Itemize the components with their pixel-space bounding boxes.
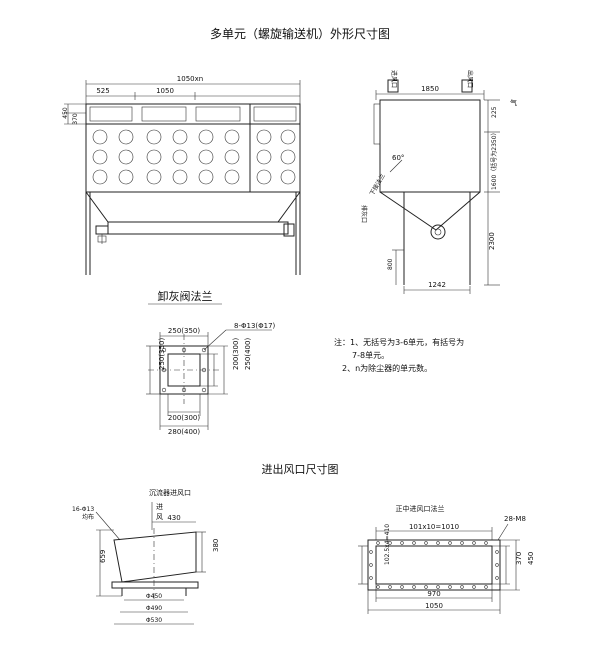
center-inlet-flange: 正中进风口法兰 28-M8 101x10=1010 102.5x4=410 37… (358, 504, 535, 614)
dim-659: 659 (99, 550, 107, 563)
dim-bottom-width: 1242 (428, 281, 446, 289)
flange-left-dim: 250(350) (158, 338, 166, 370)
dim-body: 1600（括号为2350） (490, 129, 498, 190)
flange-inner-right: 200(300) (232, 338, 240, 370)
center-flange-370: 370 (515, 552, 523, 565)
dim-top-width: 1850 (421, 85, 439, 93)
dia-530: Φ530 (146, 617, 162, 624)
center-flange-970: 970 (427, 590, 440, 598)
settler-holes-sub: 均布 (82, 513, 94, 521)
dia-450: Φ450 (146, 593, 162, 600)
flange-top-dim: 250(350) (168, 327, 200, 335)
label-discharge: 排灰口 (360, 205, 368, 223)
front-view: 1050xn 525 1050 450 370 (62, 75, 301, 275)
dim-430: 430 (167, 514, 180, 522)
dim-height-top: 450 (62, 107, 69, 119)
center-flange-1050: 1050 (425, 602, 443, 610)
center-flange-top-dim: 101x10=1010 (409, 523, 459, 531)
inlet-section-title: 进出风口尺寸图 (262, 462, 339, 476)
dim-mid-seg: 1050 (156, 87, 174, 95)
center-flange-450: 450 (527, 552, 535, 565)
inlet-mark-2: 风 (156, 513, 163, 521)
dim-380: 380 (212, 539, 220, 552)
center-flange-left-dim: 102.5x4=410 (384, 524, 391, 565)
ash-valve-flange: 卸灰阀法兰 250(350) 8-Φ13(Φ17) 250(350) 200( (146, 289, 276, 436)
flange-outer-right: 250(400) (244, 338, 252, 370)
inlet-mark: 进 (156, 503, 163, 511)
drawing-title: 多单元（螺旋输送机）外形尺寸图 (210, 26, 390, 41)
dim-left-seg: 525 (96, 87, 109, 95)
side-view: 进风口 出风口 1850 225 1600（括号为2350） 2300 气 60… (360, 70, 517, 294)
note-line-1: 注：1、无括号为3-6单元，有括号为 (334, 337, 464, 347)
label-outlet: 出风口 (466, 70, 474, 88)
dim-2300: 2300 (488, 232, 496, 250)
dim-height-row: 370 (72, 113, 79, 125)
flow-mark: 气 (510, 98, 517, 107)
settler-inlet: 沉流器进风口 16-Φ13 均布 进 风 430 380 659 Φ450 Φ4… (72, 488, 220, 625)
label-inlet: 进风口 (390, 70, 398, 88)
notes: 注：1、无括号为3-6单元，有括号为 7-8单元。 2、n为除尘器的单元数。 (334, 337, 464, 373)
flange-bottom-outer: 280(400) (168, 428, 200, 436)
flange-bottom-inner: 200(300) (168, 414, 200, 422)
center-flange-holes-row (369, 541, 499, 589)
filter-bag-grid (92, 129, 296, 185)
dia-490: Φ490 (146, 605, 162, 612)
center-flange-title: 正中进风口法兰 (396, 504, 445, 513)
dim-800: 800 (387, 258, 394, 270)
center-flange-holes: 28-M8 (504, 515, 526, 523)
note-line-2: 7-8单元。 (352, 350, 389, 360)
flange-bolts: 8-Φ13(Φ17) (234, 322, 276, 330)
angle-60: 60° (392, 154, 404, 162)
label-hopper-flange: 下接法兰 (368, 172, 387, 197)
dim-overall-width: 1050xn (177, 75, 203, 83)
settler-holes: 16-Φ13 (72, 506, 94, 513)
dim-225: 225 (491, 106, 498, 118)
note-line-3: 2、n为除尘器的单元数。 (342, 363, 432, 373)
settler-inlet-title: 沉流器进风口 (149, 488, 191, 497)
flange-title: 卸灰阀法兰 (158, 289, 213, 303)
